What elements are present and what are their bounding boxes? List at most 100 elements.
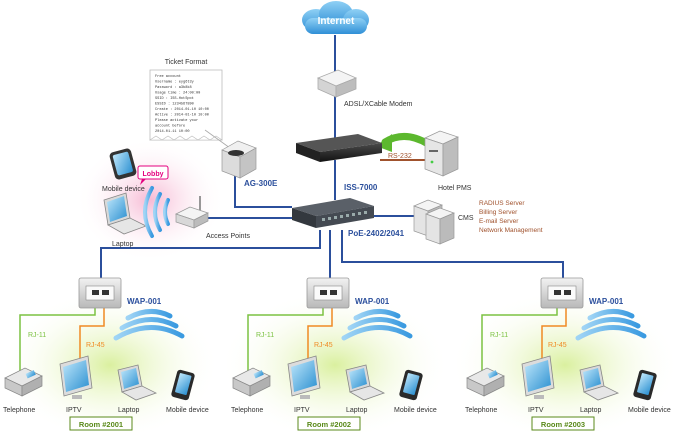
room-glow-3 [450,290,675,436]
laptop-icon [117,364,158,401]
rj11-label: RJ-11 [490,332,508,339]
mobile-icon [171,369,195,401]
room-label: Room #2001 [79,420,123,429]
wap-panel [85,285,115,301]
cms-label: CMS [458,215,474,222]
rj45-wire [307,300,333,360]
room-glow-1 [0,290,220,436]
mobile-label: Mobile device [628,407,671,414]
lobby-mobile-icon [109,148,137,180]
rj45-wire [541,300,567,360]
room-wifi-icon [113,309,185,341]
wap-port [102,290,109,295]
pms-server [424,130,459,177]
rj45-label: RJ-45 [314,342,333,349]
wap-label: WAP-001 [355,297,390,306]
wap-label: WAP-001 [127,297,162,306]
poe-switch [292,198,374,228]
cms-service-email: E-mail Server [479,218,519,225]
wap-port [92,290,99,295]
rj11-label: RJ-11 [256,332,274,339]
lobby-laptop-label: Laptop [112,241,134,248]
lobby-badge [137,165,169,185]
lobby-wifi-icon [143,186,170,238]
wap-port [320,290,327,295]
lobby-badge-label: Lobby [143,171,164,178]
internet-cloud [302,1,369,34]
iptv-label: IPTV [66,407,82,414]
printer-device [221,140,257,179]
ticket-line: account before [155,124,185,129]
iptv-icon [521,355,555,399]
cms-service-billing: Billing Server [479,209,518,216]
ticket-line: Username : eyg6t3y [155,80,195,85]
ticket-line: ESSID : 1234567890 [155,103,194,107]
laptop-label: Laptop [118,407,140,414]
rs232-label: RS-232 [388,153,412,160]
laptop-icon [345,364,386,401]
wap-label: WAP-001 [589,297,624,306]
cms-service-radius: RADIUS Server [479,200,525,207]
wap-port [564,290,571,295]
wap-panel [313,285,343,301]
ticket-line: Free account [155,74,181,79]
mobile-icon [399,369,423,401]
telephone-label: Telephone [465,407,497,414]
ticket-line: Please activate your [155,118,198,123]
rj11-label: RJ-11 [28,332,46,339]
ticket-line: Usage time : 24:00:00 [155,91,200,96]
modem-device [316,69,358,98]
cloud-label: Internet [318,16,355,27]
telephone-icon [232,367,271,397]
cms-service-network: Network Management [479,227,543,234]
ticket-paper [149,69,223,141]
laptop-label: Laptop [580,407,602,414]
lobby-glow [75,138,225,262]
access-point-label: Access Points [206,233,250,240]
switch-label: PoE-2402/2041 [348,229,405,238]
lobby-mobile-label: Mobile device [102,186,145,193]
gateway-label: ISS-7000 [344,183,378,192]
telephone-icon [466,367,505,397]
ticket-title: Ticket Format [165,59,208,66]
room-glow-2 [220,290,450,436]
laptop-label: Laptop [346,407,368,414]
iptv-label: IPTV [294,407,310,414]
wap-port [554,290,561,295]
room-label-box [297,416,361,431]
iptv-icon [59,355,93,399]
room-wifi-icon [341,309,413,341]
telephone-label: Telephone [231,407,263,414]
iptv-label: IPTV [528,407,544,414]
room-label: Room #2002 [307,420,351,429]
lobby-laptop-icon [103,192,148,235]
telephone-label: Telephone [3,407,35,414]
access-point-device [175,196,209,229]
pms-label: Hotel PMS [438,185,472,192]
ticket-line: Create : 2014-01-10 10:00 [155,107,209,112]
ticket-line: Active : 2014-01-10 10:00 [155,113,209,118]
ticket-line: 2014-01-11 10:00 [155,130,190,134]
network-links [100,35,564,278]
ticket-line: SSID : ISS-HotSpot [155,97,194,101]
ticket-line: Password : a3b8k8 [155,85,192,90]
printer-label: AG-300E [244,179,278,188]
rj45-wire [79,300,105,360]
rj45-label: RJ-45 [86,342,105,349]
cms-servers [413,199,455,245]
room-label-box [69,416,133,431]
gateway-device [296,134,382,162]
laptop-icon [579,364,620,401]
rj45-label: RJ-45 [548,342,567,349]
iptv-icon [287,355,321,399]
mobile-label: Mobile device [394,407,437,414]
wap-port [330,290,337,295]
room-label-box [531,416,595,431]
mobile-icon [633,369,657,401]
